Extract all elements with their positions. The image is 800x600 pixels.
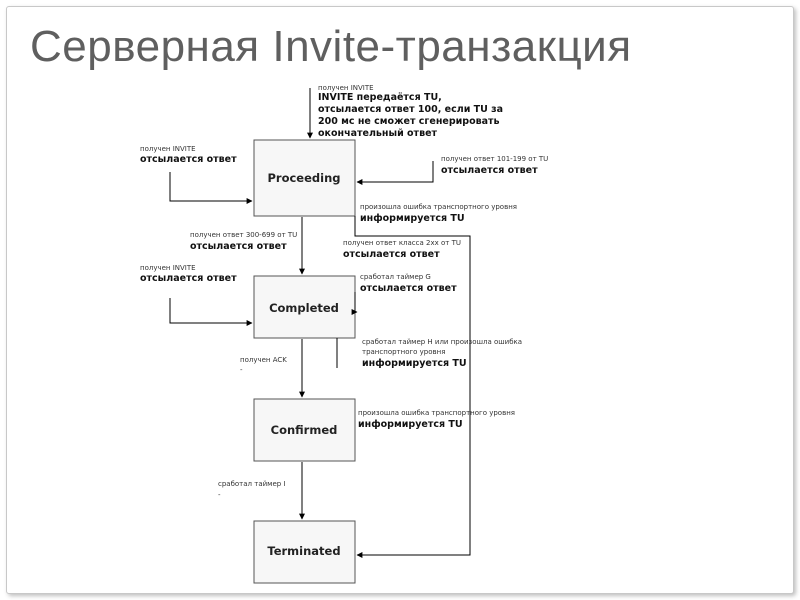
transition-proceeding-2xx: получен ответ класса 2хх от TU отсылаетс… [343,216,471,558]
transition-completed-timer-g: сработал таймер G отсылается ответ [351,273,457,315]
proc-to-comp-big-label: отсылается ответ [190,241,287,252]
proc-right-big-label: отсылается ответ [441,165,538,176]
proc-to-comp-small-label: получен ответ 300-699 от TU [190,231,297,239]
conf-error-small-label: произошла ошибка транспортного уровня [358,409,515,417]
slide-frame [6,6,794,594]
transition-proceeding-self-right: получен ответ 101-199 от TU отсылается о… [356,155,548,185]
comp-left-big-label: отсылается ответ [140,273,237,284]
transition-completed-self-left: получен INVITE отсылается ответ [140,264,253,326]
proc-right-small-label: получен ответ 101-199 от TU [441,155,548,163]
comp-timer-h-small-label-2: транспортного уровня [362,348,445,356]
comp-timer-g-small-label: сработал таймер G [360,273,431,281]
proc-error-small-label: произошла ошибка транспортного уровня [360,203,517,211]
slide-title: Серверная Invite-транзакция [30,22,632,71]
transition-entry: получен INVITE INVITE передаётся TU, отс… [307,84,503,139]
transition-proceeding-error: произошла ошибка транспортного уровня ин… [360,203,517,224]
transition-confirmed-error: произошла ошибка транспортного уровня ин… [358,409,515,430]
state-terminated-label: Terminated [267,544,340,558]
state-completed-label: Completed [269,301,339,315]
proc-2xx-small-label: получен ответ класса 2хх от TU [343,239,461,247]
comp-ack-small-label: получен ACK [240,356,287,364]
state-confirmed: Confirmed [253,398,356,462]
entry-line-1: INVITE передаётся TU, [318,92,442,103]
proc-error-big-label: информируется TU [360,213,465,224]
transition-proceeding-self-left: получен INVITE отсылается ответ [140,145,253,204]
conf-timer-i-dash: - [218,491,221,499]
state-completed: Completed [253,275,356,339]
comp-timer-g-big-label: отсылается ответ [360,283,457,294]
state-proceeding: Proceeding [253,139,356,217]
entry-small-label: получен INVITE [318,84,374,92]
conf-timer-i-small-label: сработал таймер I [218,480,285,488]
state-confirmed-label: Confirmed [271,423,338,437]
entry-line-4: окончательный ответ [318,128,438,139]
comp-timer-h-small-label-1: сработал таймер H или произошла ошибка [362,338,522,346]
transition-proceeding-completed: получен ответ 300-699 от TU отсылается о… [190,217,305,275]
entry-line-2: отсылается ответ 100, если TU за [318,104,503,115]
transition-confirmed-terminated: сработал таймер I - [218,462,305,520]
transition-completed-timer-h: сработал таймер H или произошла ошибка т… [336,338,522,369]
comp-timer-h-big-label: информируется TU [362,358,467,369]
proc-2xx-big-label: отсылается ответ [343,249,440,260]
entry-line-3: 200 мс не сможет сгенерировать [318,116,500,127]
state-proceeding-label: Proceeding [267,171,340,185]
state-terminated: Terminated [253,520,356,584]
proc-left-big-label: отсылается ответ [140,154,237,165]
comp-ack-dash: - [240,366,243,374]
conf-error-big-label: информируется TU [358,419,463,430]
proc-left-small-label: получен INVITE [140,145,196,153]
comp-left-small-label: получен INVITE [140,264,196,272]
transition-completed-confirmed: получен ACK - [240,339,305,398]
